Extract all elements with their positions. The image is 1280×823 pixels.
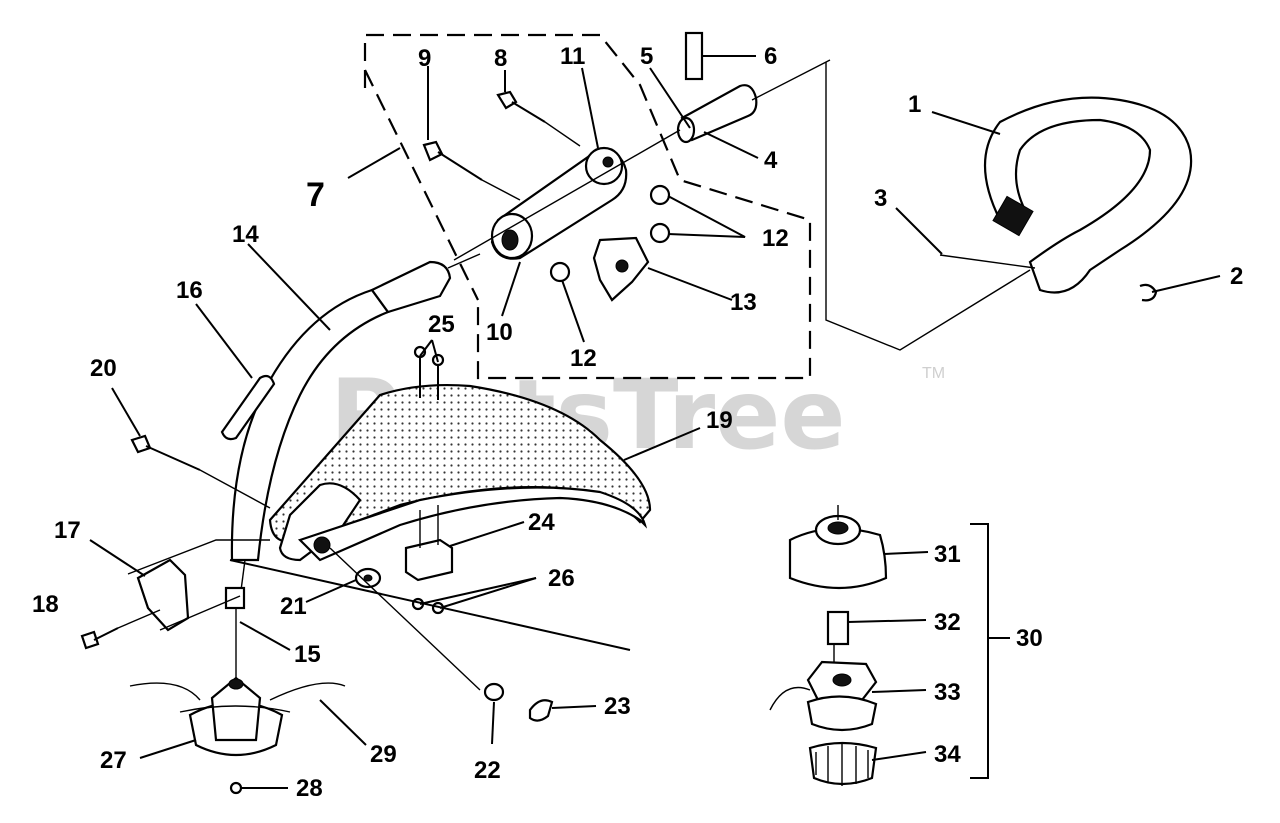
clip-23 (528, 699, 554, 722)
callout-22: 22 (474, 757, 501, 784)
callout-11: 11 (560, 43, 585, 70)
bolt-20 (130, 434, 271, 509)
callout-10: 10 (486, 319, 513, 346)
handle-1 (939, 96, 1193, 302)
callout-33: 33 (934, 679, 961, 706)
knob-13 (592, 236, 650, 302)
callout-2: 2 (1230, 263, 1243, 290)
callout-24: 24 (528, 509, 555, 536)
callout-30: 30 (1016, 625, 1043, 652)
clamp-assembly (453, 129, 681, 261)
callout-14: 14 (232, 221, 259, 248)
callout-labels: 1 2 3 4 5 6 7 8 9 10 11 12 12 13 14 15 1… (32, 43, 1243, 802)
callout-20: 20 (90, 355, 117, 382)
spool-assembly-30 (769, 505, 1010, 786)
callout-28: 28 (296, 775, 323, 802)
leader-lines (89, 55, 1221, 789)
callout-12-lower: 12 (570, 345, 597, 372)
trimmer-head-27 (129, 676, 346, 795)
callout-32: 32 (934, 609, 961, 636)
callout-1: 1 (908, 91, 921, 118)
callout-5: 5 (640, 43, 653, 70)
callout-17: 17 (54, 517, 81, 544)
callout-9: 9 (418, 45, 431, 72)
callout-12-upper: 12 (762, 225, 789, 252)
bracket-17 (127, 539, 270, 632)
callout-27: 27 (100, 747, 127, 774)
shaft-14 (220, 253, 481, 690)
callout-31: 31 (934, 541, 961, 568)
callout-6: 6 (764, 43, 777, 70)
upper-tube (676, 31, 831, 144)
watermark-trademark: TM (922, 365, 945, 382)
callout-13: 13 (730, 289, 757, 316)
callout-4: 4 (764, 147, 778, 174)
callout-21: 21 (280, 593, 307, 620)
nuts-12 (549, 184, 671, 283)
callout-3: 3 (874, 185, 887, 212)
callout-26: 26 (548, 565, 575, 592)
callout-19: 19 (706, 407, 733, 434)
bolt-18 (80, 609, 161, 650)
washer-21 (329, 547, 481, 691)
callout-8: 8 (494, 45, 507, 72)
callout-23: 23 (604, 693, 631, 720)
callout-15: 15 (294, 641, 321, 668)
callout-16: 16 (176, 277, 203, 304)
callout-7: 7 (306, 176, 325, 214)
assembly-7-outline (363, 33, 812, 380)
callout-29: 29 (370, 741, 397, 768)
callout-18: 18 (32, 591, 59, 618)
bolt-8 (496, 90, 581, 147)
bolt-9 (422, 140, 521, 201)
callout-34: 34 (934, 741, 961, 768)
washer-22 (483, 682, 505, 702)
callout-25: 25 (428, 311, 455, 338)
